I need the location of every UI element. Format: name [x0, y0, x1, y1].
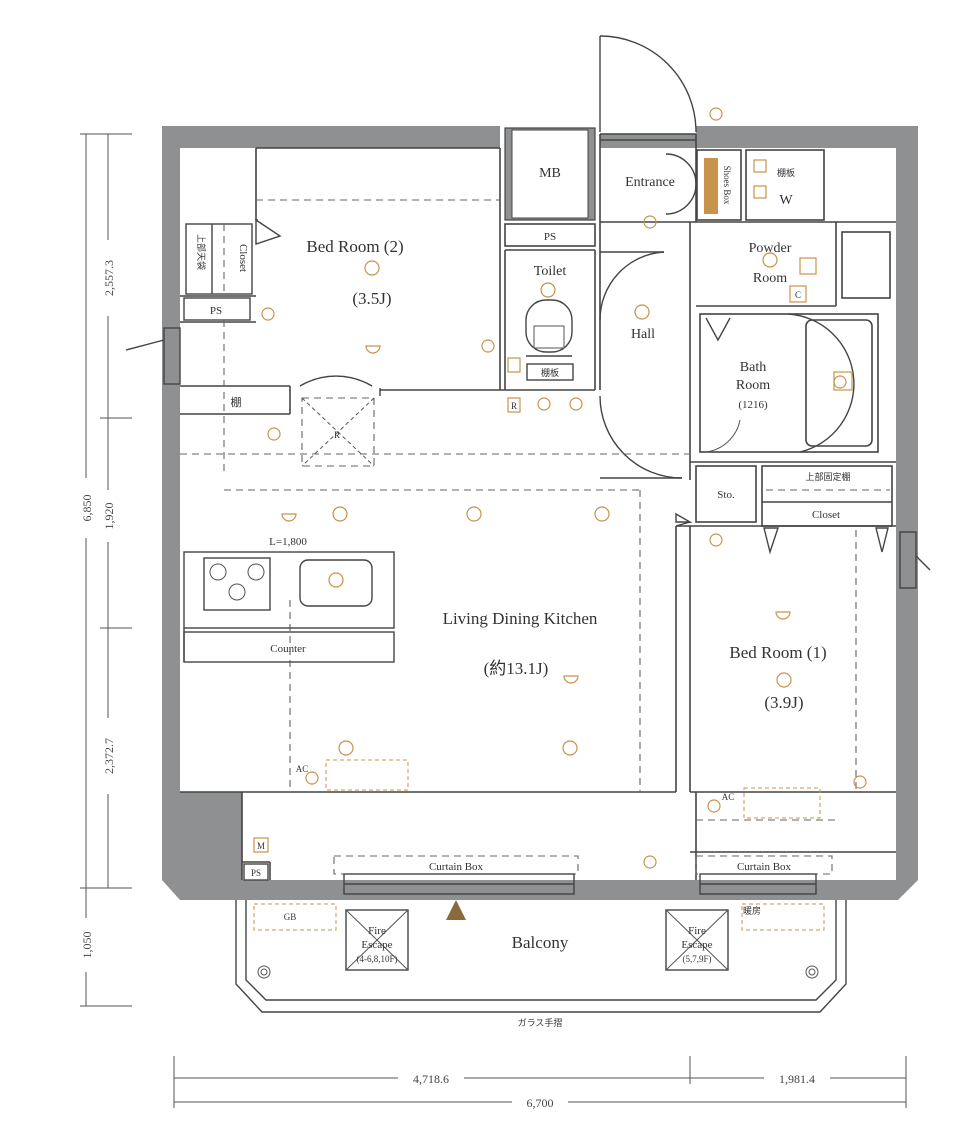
bed2-title: Bed Room (2): [306, 237, 403, 256]
ac-label-bed1: AC: [722, 792, 735, 802]
ps-label-mb: PS: [544, 231, 556, 243]
toilet-fixture: [525, 299, 573, 357]
interior-walls: [180, 133, 896, 880]
ac-label-ldk: AC: [296, 764, 309, 774]
curtain-box-bed1: Curtain Box: [737, 861, 792, 873]
dim-w-right: 1,981.4: [779, 1072, 815, 1086]
danbou-label: 暖房: [743, 905, 761, 916]
entrance-label: Entrance: [625, 175, 675, 190]
bed1-title: Bed Room (1): [729, 643, 826, 662]
dim-total-height: 6,850: [80, 495, 94, 522]
closet-label-bed2: Closet: [237, 244, 249, 272]
ps-label-bottom: PS: [251, 868, 261, 878]
bed2-size: (3.5J): [352, 289, 391, 308]
bath-label-2: Room: [736, 378, 770, 393]
toilet-label: Toilet: [534, 264, 567, 279]
m-label: M: [257, 841, 265, 851]
dim-total-width: 6,700: [527, 1096, 554, 1110]
bed1-size: (3.9J): [764, 693, 803, 712]
glass-rail-label: ガラス手摺: [518, 1017, 563, 1028]
bath-size: (1216): [738, 399, 768, 411]
kitchen: [183, 551, 395, 663]
mb-label: MB: [539, 166, 561, 181]
dim-balcony-depth: 1,050: [80, 932, 94, 959]
balcony-label: Balcony: [512, 933, 569, 952]
hall-label: Hall: [631, 327, 655, 342]
shelf-board-label-toilet: 棚板: [541, 367, 559, 378]
powder-label-1: Powder: [749, 241, 792, 256]
sto-label: Sto.: [717, 489, 735, 501]
dim-w-left: 4,718.6: [413, 1072, 449, 1086]
upper-shelf-label: 上部固定棚: [805, 471, 850, 482]
shoes-box-label: Shoes Box: [722, 166, 732, 205]
window-right: [899, 531, 917, 589]
dim-h2: 1,920: [102, 503, 116, 530]
upper-tenjo-label: 上部天袋: [196, 234, 207, 270]
c-label: C: [795, 290, 801, 300]
fire-escape-r-2: Escape: [681, 939, 712, 951]
window-left: [163, 327, 181, 385]
fire-escape-l-2: Escape: [361, 939, 392, 951]
counter-label: Counter: [270, 643, 306, 655]
ceiling-light-fixtures: [253, 107, 867, 931]
dim-h3: 2,372.7: [102, 738, 116, 774]
shelf-label: 棚: [231, 395, 242, 409]
r-label-hall: R: [511, 401, 517, 411]
fire-escape-r-floors: (5,7,9F): [683, 954, 712, 964]
ceiling-lines: [180, 199, 857, 821]
closet-bed2: 上部天袋 Closet: [185, 218, 282, 295]
gb-label: GB: [284, 912, 297, 922]
dim-h1: 2,557.3: [102, 260, 116, 296]
fire-escape-l-1: Fire: [368, 925, 386, 937]
ldk-title: Living Dining Kitchen: [443, 609, 598, 628]
fire-escape-r-1: Fire: [688, 925, 706, 937]
ps-label-left: PS: [210, 305, 222, 317]
kitchen-length: L=1,800: [269, 536, 307, 548]
curtain-box-ldk: Curtain Box: [429, 861, 484, 873]
r-label-ldk: R: [334, 430, 340, 440]
w-label: W: [779, 193, 793, 208]
powder-label-2: Room: [753, 271, 787, 286]
closet-label-bed1: Closet: [812, 509, 840, 521]
ldk-size: (約13.1J): [484, 659, 549, 678]
curtain-boxes: [333, 855, 833, 895]
bath-label-1: Bath: [740, 360, 766, 375]
shelf-board-label-w: 棚板: [777, 167, 795, 178]
balcony: [235, 900, 847, 1013]
fire-escape-l-floors: (4-6,8,10F): [357, 954, 398, 964]
doors: [125, 35, 931, 571]
